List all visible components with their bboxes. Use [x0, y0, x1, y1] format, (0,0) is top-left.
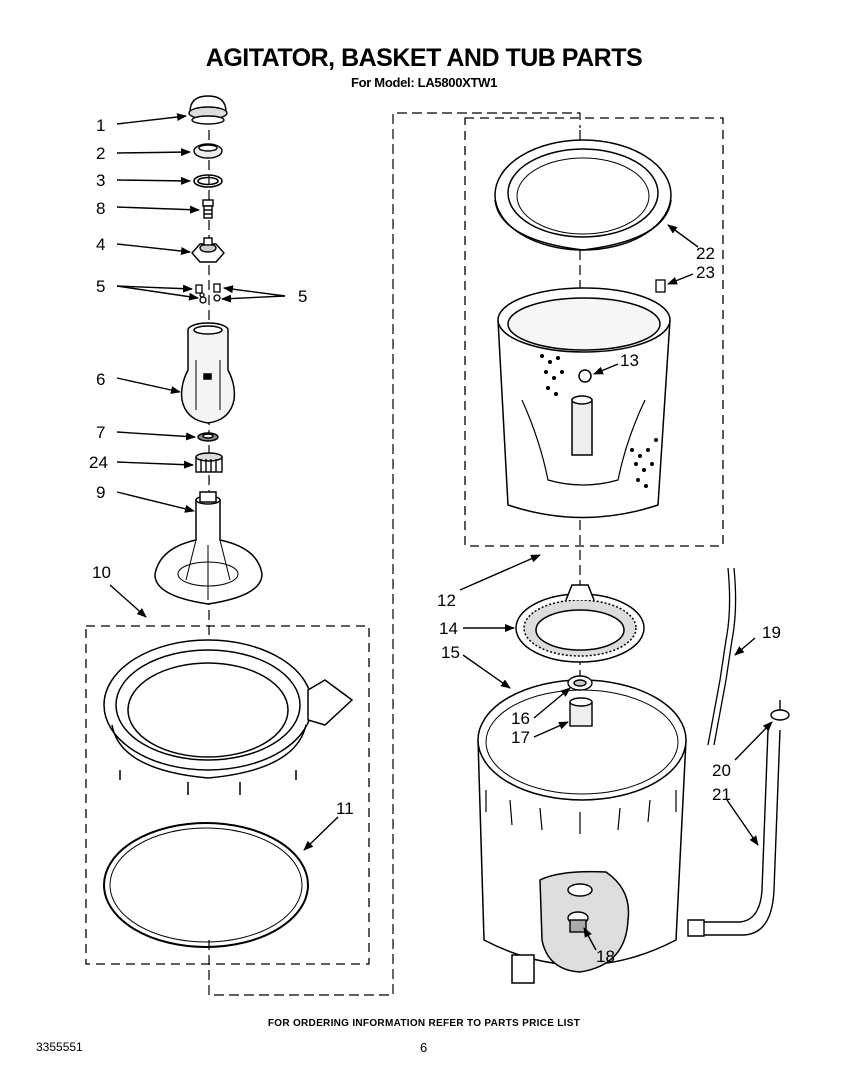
label-part-1: 1: [96, 116, 105, 135]
label-part-9: 9: [96, 483, 105, 502]
group-box-tub-ring: [85, 625, 370, 965]
page-number: 6: [420, 1040, 428, 1055]
label-part-8: 8: [96, 199, 105, 218]
leader-lines: [109, 113, 773, 951]
part-15-outer-tub: [477, 679, 687, 984]
label-part-11: 11: [336, 799, 354, 818]
part-9-agitator-base: [154, 491, 263, 605]
part-7-seal: [197, 432, 219, 442]
part-19-hose: [707, 567, 737, 746]
label-part-15: 15: [441, 643, 460, 662]
part-8-bolt: [202, 199, 214, 219]
document-number: 3355551: [36, 1040, 83, 1054]
part-2-cam: [193, 143, 223, 159]
part-labels: 1 2 3 8 4 5 5 6 7 24 9 10 11 12 13 14 15…: [89, 116, 781, 966]
label-part-13: 13: [620, 351, 639, 370]
ordering-note: FOR ORDERING INFORMATION REFER TO PARTS …: [267, 1018, 581, 1029]
label-part-19: 19: [762, 623, 781, 642]
page-title: AGITATOR, BASKET AND TUB PARTS: [205, 44, 643, 72]
model-subtitle: For Model: LA5800XTW1: [350, 75, 498, 90]
part-21-drain-hose: [687, 729, 781, 937]
part-6-agitator-barrel: [180, 322, 236, 424]
label-part-16: 16: [511, 709, 530, 728]
part-14-drive-hub: [515, 584, 645, 663]
label-part-3: 3: [96, 171, 105, 190]
label-part-12: 12: [437, 591, 456, 610]
label-part-10: 10: [92, 563, 111, 582]
part-4-drive-block: [191, 237, 225, 263]
label-part-21: 21: [712, 785, 731, 804]
part-5-dogs: [195, 283, 221, 304]
part-10-tub-ring: [103, 639, 354, 795]
label-part-2: 2: [96, 144, 105, 163]
part-17-bearing: [569, 697, 593, 727]
part-1-agitator-cap: [188, 95, 228, 125]
label-part-24: 24: [89, 453, 108, 472]
label-part-23: 23: [696, 263, 715, 282]
basket: [497, 287, 671, 519]
part-11-ring-seal: [103, 822, 309, 948]
part-3-ring: [193, 174, 223, 188]
part-20-clamp: [770, 700, 790, 721]
label-part-18: 18: [596, 947, 615, 966]
label-part-5-right: 5: [298, 287, 307, 306]
group-box-basket: [464, 117, 724, 547]
part-23-clip: [655, 279, 666, 293]
part-24-ratchet: [195, 452, 223, 473]
part-16-tub-seal: [567, 675, 593, 691]
label-part-6: 6: [96, 370, 105, 389]
label-part-5-left: 5: [96, 277, 105, 296]
label-part-4: 4: [96, 235, 105, 254]
part-22-basket-ring: [494, 139, 672, 251]
part-18-drain-fitting: [567, 911, 589, 933]
label-part-14: 14: [439, 619, 458, 638]
label-part-7: 7: [96, 423, 105, 442]
label-part-17: 17: [511, 728, 530, 747]
label-part-22: 22: [696, 244, 715, 263]
label-part-20: 20: [712, 761, 731, 780]
basket-holes: [540, 354, 658, 488]
